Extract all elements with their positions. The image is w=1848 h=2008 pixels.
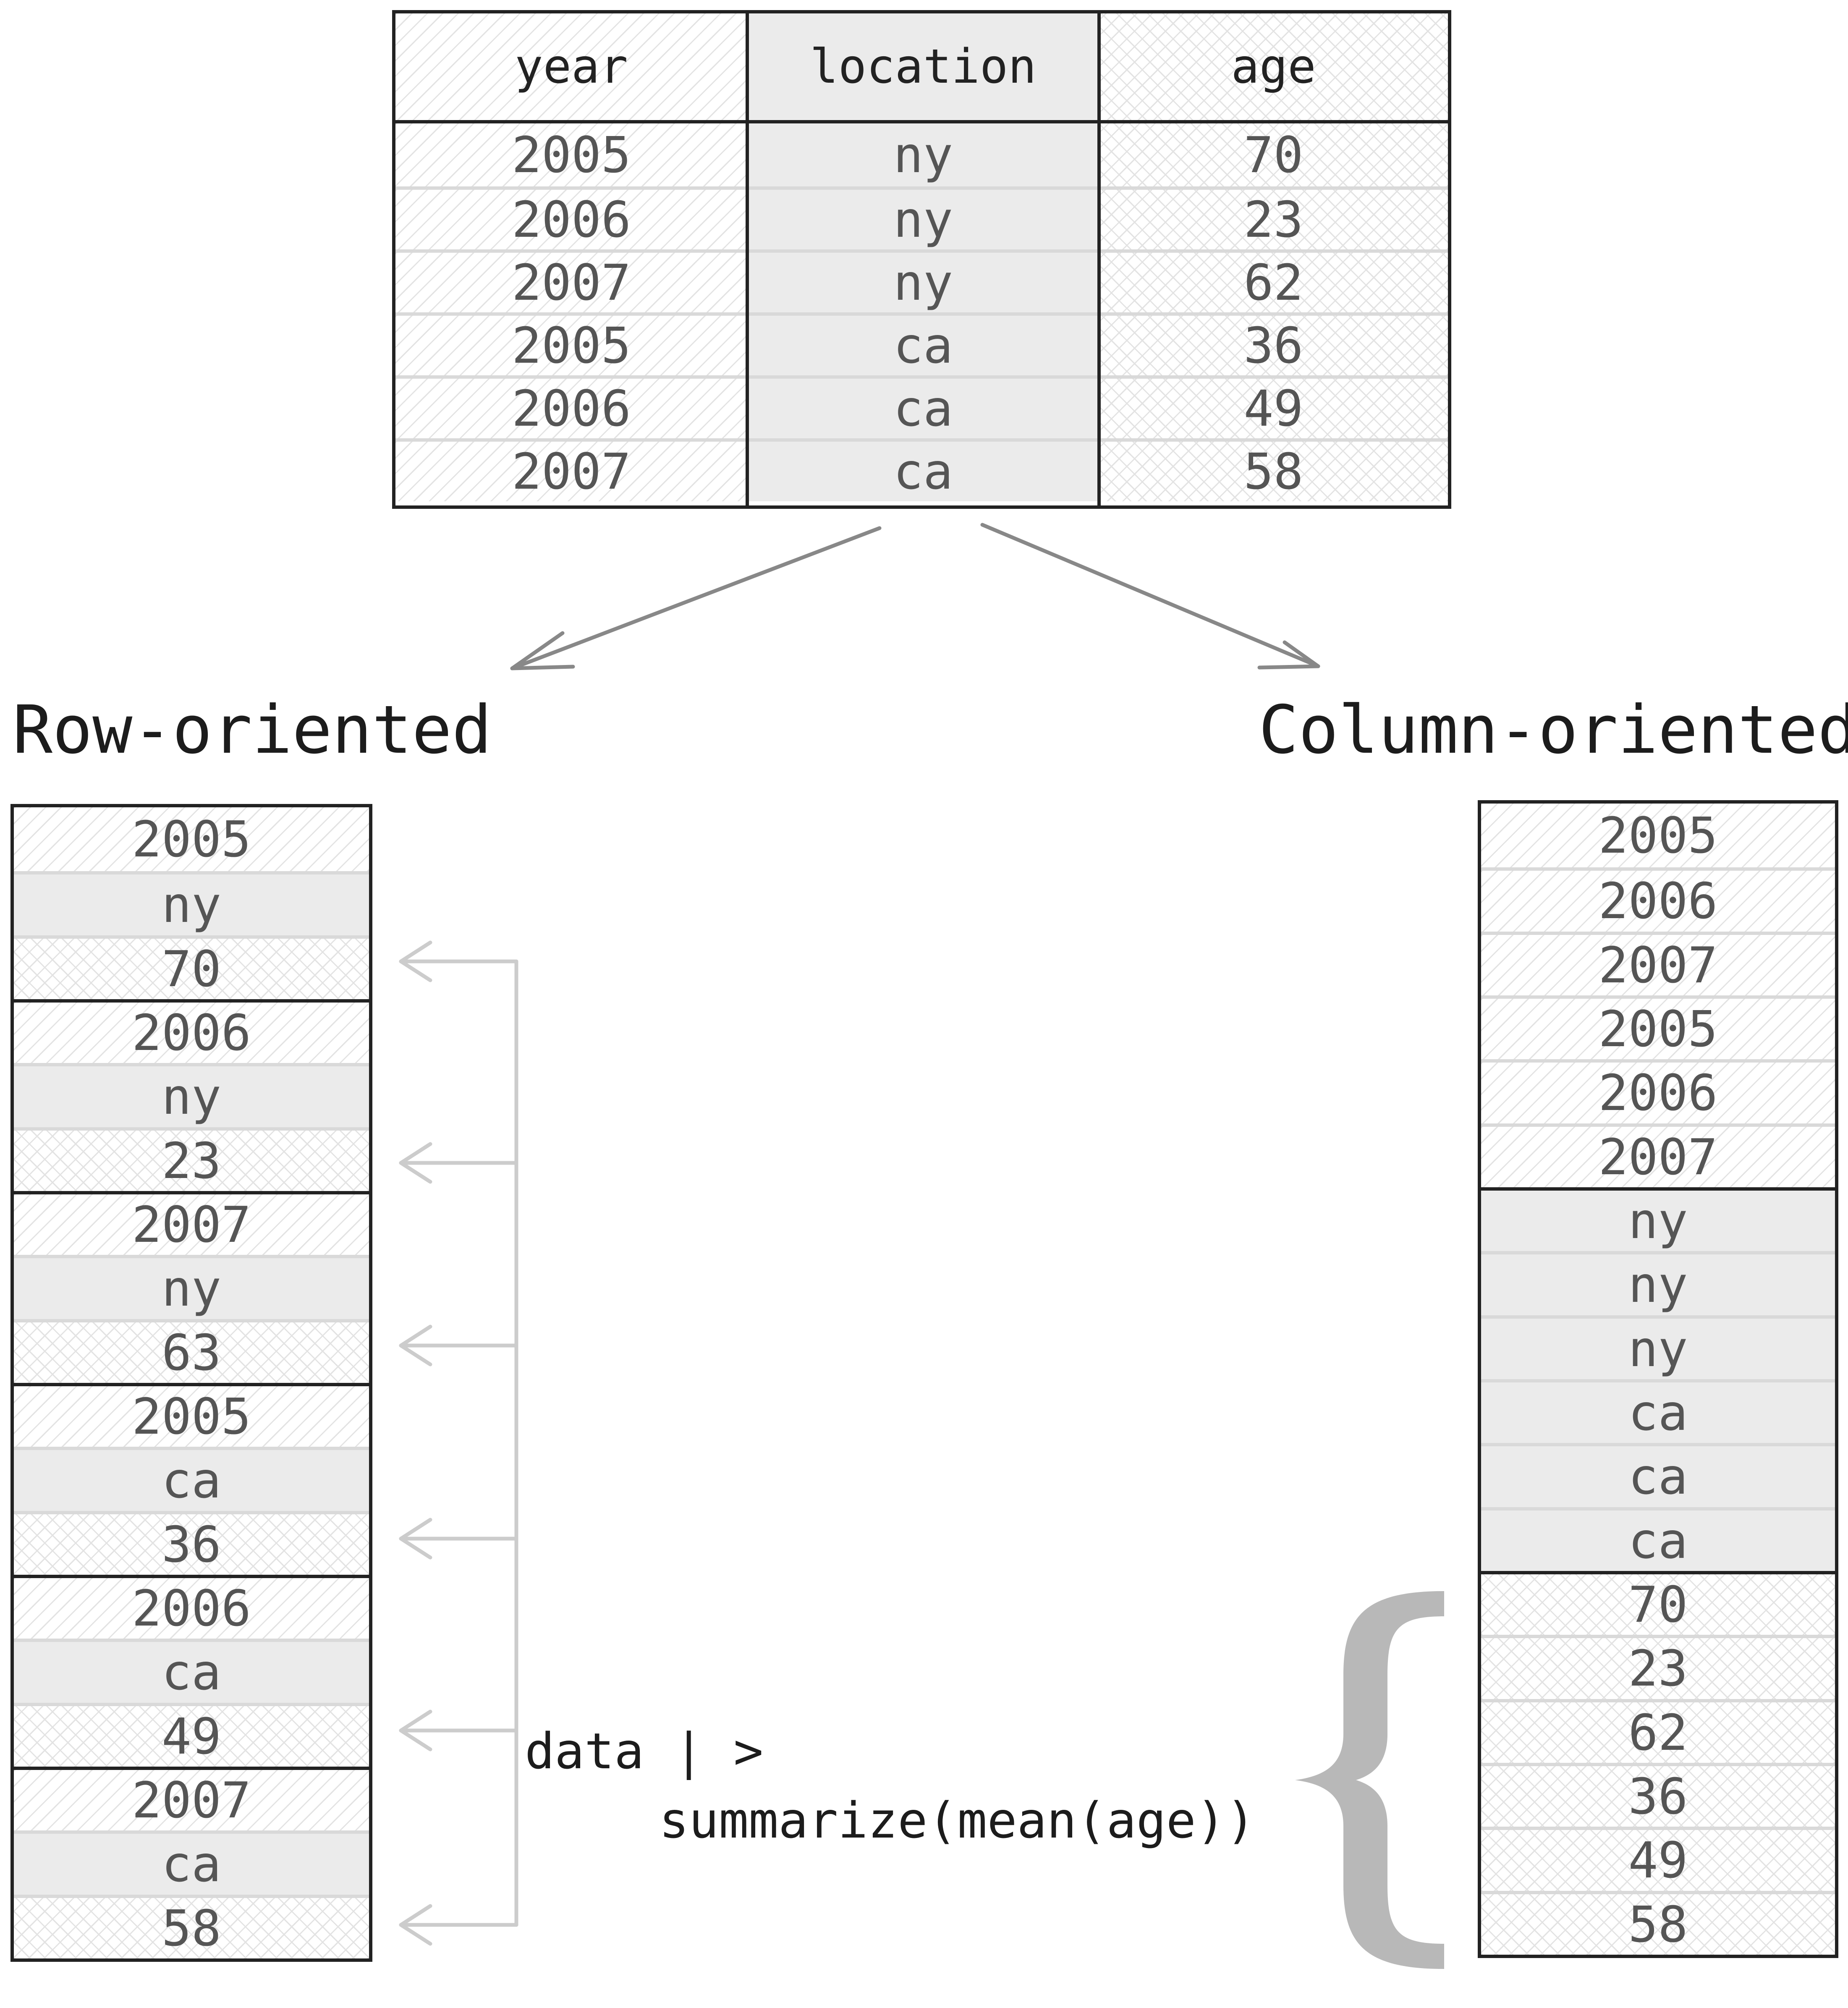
arrowhead-icon [399,1518,432,1560]
row-storage-cell: 23 [14,1127,369,1191]
row-storage-cell: ny [14,1255,369,1319]
column-storage-cell: ny [1481,1315,1835,1379]
arrowhead-icon [399,1710,432,1751]
column-storage-cell: 2007 [1481,931,1835,995]
table-cell: 58 [1099,438,1448,501]
arrowhead-icon [399,940,432,982]
column-storage-cell: 2006 [1481,867,1835,932]
row-storage-cell: 63 [14,1319,369,1383]
table-cell: 36 [1099,312,1448,375]
table-cell: ny [747,123,1099,186]
table-cell: 2007 [395,438,747,501]
arrowhead-column-oriented [1257,640,1320,670]
table-cell: 2007 [395,249,747,312]
row-storage-cell: ny [14,871,369,935]
column-storage-cell: ca [1481,1443,1835,1507]
column-storage-cell: 49 [1481,1827,1835,1891]
header-divider [395,120,1448,123]
arrowhead-row-oriented [510,631,575,670]
table-cell: 2006 [395,375,747,438]
column-storage-cell: 2007 [1481,1123,1835,1187]
table-cell: 23 [1099,186,1448,249]
row-storage-cell: ny [14,1063,369,1127]
column-storage-cell: 2006 [1481,1059,1835,1123]
table-cell: ny [747,186,1099,249]
code-line-2: summarize(mean(age)) [659,1791,1256,1849]
column-storage-cell: 70 [1481,1571,1835,1635]
table-cell: 70 [1099,123,1448,186]
table-cell: ca [747,312,1099,375]
table-cell: ca [747,438,1099,501]
table-cell: 2006 [395,186,747,249]
arrow-to-column-oriented [980,523,1320,668]
curly-brace-icon [1295,1591,1444,1969]
row-storage-cell: 49 [14,1702,369,1767]
column-storage-cell: ny [1481,1187,1835,1251]
column-oriented-title: Column-oriented [1259,691,1848,769]
row-storage-cell: 70 [14,935,369,999]
arrowhead-icon [399,1142,432,1184]
column-storage-cell: 58 [1481,1890,1835,1955]
row-storage-cell: 58 [14,1894,369,1958]
column-storage-cell: 2005 [1481,804,1835,868]
arrow-to-row-oriented [510,526,882,670]
arrowhead-icon [399,1325,432,1367]
column-storage-cell: 36 [1481,1763,1835,1827]
column-divider [746,13,749,505]
table-cell: 2005 [395,123,747,186]
table-header-location: location [747,13,1099,120]
row-storage-cell: 2007 [14,1191,369,1255]
column-storage-cell: 2005 [1481,995,1835,1060]
column-storage-cell: ny [1481,1251,1835,1315]
table-cell: 2005 [395,312,747,375]
row-storage-cell: 2007 [14,1767,369,1831]
row-storage-cell: ca [14,1447,369,1511]
row-storage-cell: 2005 [14,1383,369,1447]
row-storage-cell: 2005 [14,807,369,872]
row-storage-cell: 2006 [14,999,369,1063]
table-cell: 49 [1099,375,1448,438]
table-header-age: age [1099,13,1448,120]
row-oriented-title: Row-oriented [13,691,492,769]
column-storage-cell: 23 [1481,1635,1835,1699]
table-cell: 62 [1099,249,1448,312]
row-storage-cell: ca [14,1639,369,1703]
table-cell: ny [747,249,1099,312]
column-storage-cell: 62 [1481,1699,1835,1763]
table-header-year: year [395,13,747,120]
table-cell: ca [747,375,1099,438]
column-storage-cell: ca [1481,1507,1835,1571]
column-storage-cell: ca [1481,1379,1835,1443]
column-divider [1097,13,1101,505]
code-line-1: data | > [525,1722,764,1780]
arrowhead-icon [399,1904,432,1946]
row-storage-cell: 36 [14,1511,369,1575]
row-storage-cell: 2006 [14,1575,369,1639]
row-storage-cell: ca [14,1830,369,1895]
